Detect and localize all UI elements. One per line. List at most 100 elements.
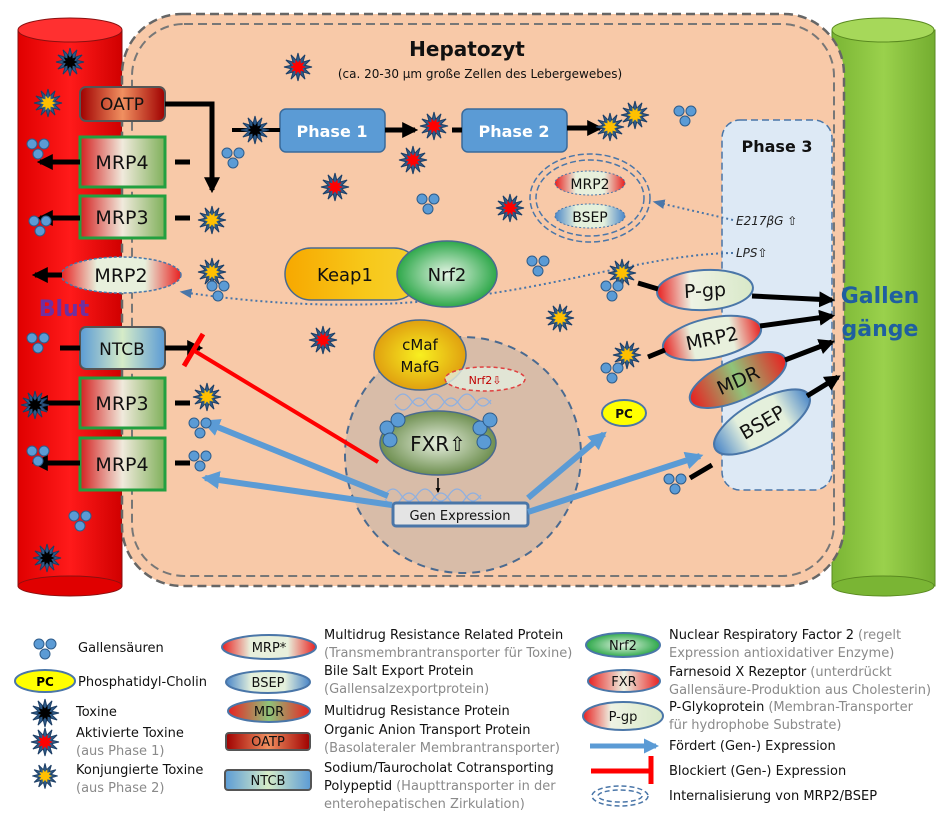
legend-pc-symbol [14, 669, 76, 693]
legend-activated: Aktivierte Toxine [76, 726, 184, 741]
keap1-label: Keap1 [317, 265, 373, 286]
ntcb-label: NTCB [99, 340, 145, 360]
pgp-efflux-arrow [751, 291, 836, 308]
legend-fxr: Farnesoid X Rezeptor [669, 665, 807, 680]
legend-oatp: Organic Anion Transport Protein [324, 723, 530, 738]
pgp-label: P-gp [683, 279, 726, 303]
internalization-vesicle [529, 153, 651, 243]
bile-duct-label-1: Gallen [841, 284, 920, 309]
conjugated-toxin-icon [192, 382, 222, 412]
conjugated-toxin-icon [607, 258, 637, 288]
toxin-icon [20, 390, 50, 420]
lps-stimulus: LPS⇧ [736, 246, 768, 260]
legend-fxr-symbol [587, 669, 661, 693]
molecules-layer [20, 47, 697, 573]
legend-bsep-symbol-label: BSEP [252, 676, 285, 691]
activated-toxin-icon [308, 325, 338, 355]
oatp-label: OATP [100, 95, 144, 115]
bile-acid-icon [221, 147, 245, 169]
legend-pgp-note-2: für hydrophobe Substrate) [669, 718, 841, 733]
legend-oatp-symbol [225, 732, 311, 751]
cmaf-mafg [373, 319, 467, 391]
legend: Gallensäuren PC Phosphatidyl-Cholin Toxi… [14, 628, 931, 812]
legend-oatp-note: (Basolateraler Membrantransporter) [324, 741, 560, 756]
gene-expression-label: Gen Expression [409, 509, 510, 524]
internalized-bsep [554, 203, 626, 229]
legend-fxr-line: Farnesoid X Rezeptor(unterdrückt [669, 665, 892, 680]
legend-mrp-note: (Transmembrantransporter für Toxine) [324, 646, 572, 661]
activated-toxin-icon [398, 145, 428, 175]
legend-icons [30, 638, 60, 789]
e2-internalization-line [652, 199, 734, 221]
legend-nrf2-note-2: Expression antioxidativer Enzyme) [669, 646, 894, 661]
internalized-mrp2-label: MRP2 [570, 177, 609, 193]
fxr-bound-bile-acid-icon [390, 412, 406, 428]
legend-fxr-symbol-label: FXR [611, 675, 636, 690]
mrp2-right-transporter: MRP2 [661, 314, 763, 362]
transport-arrows [31, 101, 841, 481]
legend-toxins: Toxine [75, 705, 117, 720]
legend-oatp-symbol-label: OATP [251, 735, 285, 750]
hepatocyte-cell [120, 12, 846, 588]
legend-nrf2-line: Nuclear Respiratory Factor 2 (regelt [669, 628, 901, 643]
bsep-efflux-arrow [805, 374, 841, 399]
toxin-icon [32, 543, 62, 573]
conjugated-toxin-icon [197, 205, 227, 235]
blood-vessel [17, 17, 123, 597]
bile-acid-icon [673, 105, 697, 127]
fxr-bound-bile-acid-icon [382, 432, 398, 448]
legend-activated-toxin-icon [30, 727, 60, 757]
legend-mdr-symbol [227, 699, 311, 723]
blood-label: Blut [39, 297, 90, 322]
bile-acid-icon [26, 332, 50, 354]
legend-pgp-line: P-Glykoprotein(Membran-Transporter [669, 700, 914, 715]
toxin-icon [240, 115, 270, 145]
bile-acid-icon [663, 473, 687, 495]
legend-bsep-note: (Gallensalzexportprotein) [324, 682, 489, 697]
fxr-bound-bile-acid-icon [472, 420, 488, 436]
mrp3-bottom-label: MRP3 [95, 393, 148, 415]
cell-subtitle: (ca. 20-30 µm große Zellen des Lebergewe… [338, 67, 622, 81]
conjugated-toxin-icon [612, 340, 642, 370]
legend-mrp-symbol [221, 634, 317, 660]
promote-arrows [201, 419, 704, 515]
legend-internalization-symbol-inner [597, 789, 643, 803]
legend-pc-symbol-label: PC [36, 675, 54, 689]
toxin-icon [55, 47, 85, 77]
fxr-bound-bile-acid-icon [482, 412, 498, 428]
legend-nrf2-note-1: (regelt [858, 628, 901, 643]
gene-expression-box [391, 501, 530, 528]
bile-duct-label-2: gänge [842, 317, 919, 342]
dna-strands [384, 393, 492, 506]
legend-nrf2: Nuclear Respiratory Factor 2 [669, 628, 854, 643]
bile-acid-icon [206, 280, 230, 302]
legend-promotes: Fördert (Gen-) Expression [669, 739, 836, 754]
lps-signal-line [179, 252, 734, 306]
internalized-mrp2 [554, 170, 626, 196]
nrf2-decreased-label: Nrf2⇩ [469, 374, 502, 387]
promote-mrp3-arrow [201, 419, 390, 499]
legend-pgp-symbol-label: P-gp [609, 710, 638, 725]
legend-bsep: Bile Salt Export Protein [324, 664, 474, 679]
bile-acid-icon [26, 138, 50, 160]
e2-stimulus: E217βG ⇧ [736, 214, 797, 228]
bile-duct [831, 17, 936, 597]
pgp-transporter: P-gp [656, 268, 754, 312]
nrf2 [396, 240, 498, 308]
legend-fxr-note-1: (unterdrückt [810, 665, 891, 680]
bile-acid-icon [416, 193, 440, 215]
activated-toxin-icon [320, 172, 350, 202]
bile-acid-icon [188, 417, 212, 439]
conjugated-toxin-icon [33, 88, 63, 118]
legend-blocks: Blockiert (Gen-) Expression [669, 764, 846, 779]
legend-toxin-icon [30, 698, 60, 728]
mdr-efflux-arrow [784, 339, 835, 363]
conjugated-toxin-icon [595, 112, 625, 142]
block-ntcb-line [181, 332, 380, 464]
oatp-uptake-arrow [165, 101, 221, 194]
legend-conjugated: Konjungierte Toxine [76, 763, 203, 778]
fxr-receptor [379, 410, 497, 476]
mrp3-top-label: MRP3 [95, 207, 148, 229]
legend-bile-acids-icon [33, 638, 57, 660]
